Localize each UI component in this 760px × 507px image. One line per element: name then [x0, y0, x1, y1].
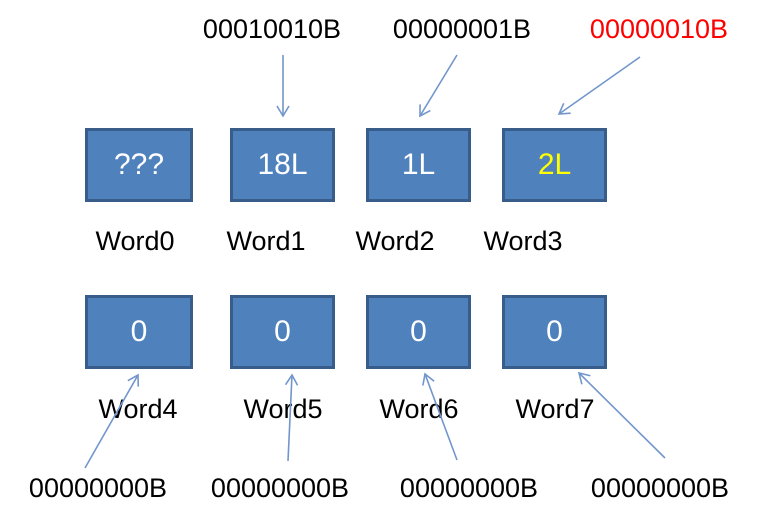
- word6-box: 0: [366, 295, 471, 369]
- word7-label: Word7: [515, 394, 595, 424]
- word2-value: 1L: [401, 148, 436, 181]
- word1-label: Word1: [226, 226, 306, 256]
- word5-value: 0: [274, 315, 291, 348]
- word7-value: 0: [546, 315, 563, 348]
- word2-box: 1L: [366, 128, 471, 202]
- word4-value: 0: [130, 315, 148, 348]
- word6-label: Word6: [379, 394, 459, 424]
- word0-box: ???: [85, 128, 193, 202]
- word0-value: ???: [113, 148, 165, 181]
- binary-label-word2: 00000001B: [392, 14, 532, 44]
- arrow-00000001B-to-word2: [419, 54, 458, 118]
- word4-label: Word4: [98, 394, 178, 424]
- word3-value: 2L: [537, 148, 572, 181]
- word4-box: 0: [85, 295, 193, 369]
- word1-box: 18L: [230, 128, 335, 202]
- word3-label: Word3: [483, 226, 563, 256]
- word5-box: 0: [230, 295, 335, 369]
- word2-label: Word2: [355, 226, 435, 256]
- binary-label-word7: 00000000B: [590, 473, 730, 503]
- binary-label-word3: 00000010B: [589, 14, 729, 44]
- binary-label-word6: 00000000B: [399, 473, 539, 503]
- word6-value: 0: [410, 315, 427, 348]
- word1-value: 18L: [257, 148, 308, 181]
- binary-label-word1: 00010010B: [202, 14, 342, 44]
- word5-label: Word5: [243, 394, 323, 424]
- binary-label-word4: 00000000B: [28, 473, 168, 503]
- word3-box: 2L: [502, 128, 607, 202]
- arrow-00000010B-to-word3: [557, 56, 641, 115]
- binary-label-word5: 00000000B: [210, 473, 350, 503]
- word7-box: 0: [502, 295, 607, 369]
- word0-label: Word0: [95, 226, 175, 256]
